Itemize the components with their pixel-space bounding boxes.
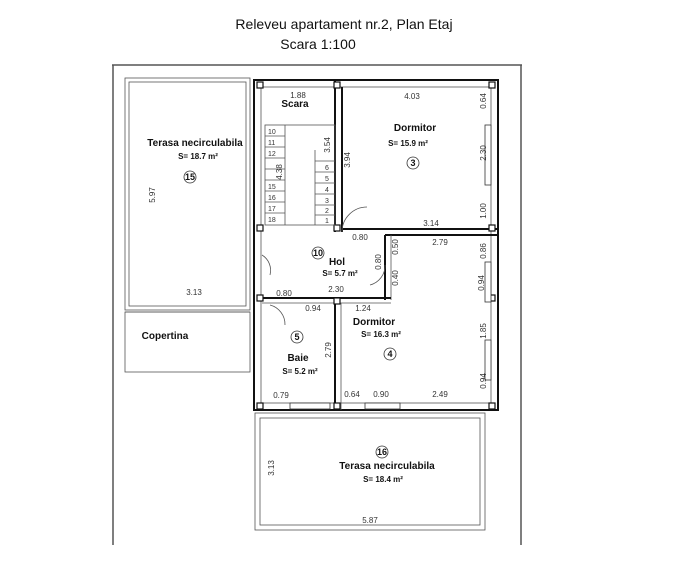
dimension: 0.94 — [305, 304, 321, 313]
dimension: 4.38 — [275, 164, 284, 180]
room-name-baie: Baie — [287, 353, 309, 364]
room-name-dormitor-4: Dormitor — [353, 317, 395, 328]
dimension: 0.79 — [273, 391, 289, 400]
room-labels: Terasa necirculabila S= 18.7 m² 15 Scara… — [142, 99, 437, 484]
plan-title: Releveu apartament nr.2, Plan Etaj — [235, 16, 452, 32]
building-walls — [253, 79, 499, 411]
dimension: 2.79 — [432, 238, 448, 247]
dimension: 3.94 — [343, 152, 352, 168]
dimension: 0.94 — [479, 373, 488, 389]
room-name-dormitor-3: Dormitor — [394, 123, 436, 134]
dimension: 0.80 — [352, 233, 368, 242]
room-number-15: 15 — [185, 172, 195, 182]
stair-step: 17 — [268, 206, 276, 213]
dimension: 2.79 — [324, 342, 333, 358]
room-area-dormitor-4: S= 16.3 m² — [361, 330, 401, 339]
dimensions: 1.88 4.03 0.64 2.30 1.00 3.94 3.54 4.38 … — [148, 91, 488, 525]
stair-step: 12 — [268, 151, 276, 158]
dimension: 1.24 — [355, 304, 371, 313]
site-frame — [112, 64, 522, 545]
room-area-terasa-16: S= 18.4 m² — [363, 475, 403, 484]
stair-step: 15 — [268, 184, 276, 191]
room-name-terasa-15: Terasa necirculabila — [147, 138, 243, 149]
dimension: 5.97 — [148, 187, 157, 203]
dimension: 4.03 — [404, 92, 420, 101]
room-number-16: 16 — [377, 447, 387, 457]
room-number-5: 5 — [294, 332, 299, 342]
dimension: 0.40 — [391, 270, 400, 286]
dimension: 0.50 — [391, 239, 400, 255]
dimension: 1.85 — [479, 323, 488, 339]
dimension: 1.88 — [290, 91, 306, 100]
stair-step: 10 — [268, 129, 276, 136]
dimension: 0.94 — [477, 275, 486, 291]
dimension: 3.14 — [423, 219, 439, 228]
dimension: 3.13 — [267, 460, 276, 476]
dimension: 0.64 — [344, 390, 360, 399]
room-area-hol: S= 5.7 m² — [322, 269, 358, 278]
room-area-terasa-15: S= 18.7 m² — [178, 152, 218, 161]
stair-step: 18 — [268, 217, 276, 224]
stair-step: 1 — [325, 218, 329, 225]
copertina — [124, 311, 251, 373]
dimension: 2.30 — [328, 285, 344, 294]
dimension: 2.49 — [432, 390, 448, 399]
room-name-terasa-16: Terasa necirculabila — [339, 461, 435, 472]
stair-step: 11 — [268, 140, 275, 147]
terrace-16 — [254, 412, 486, 531]
room-number-4: 4 — [387, 349, 392, 359]
stair-step: 5 — [325, 176, 329, 183]
dimension: 0.80 — [276, 289, 292, 298]
dimension: 0.64 — [479, 93, 488, 109]
room-number-10: 10 — [313, 248, 323, 258]
room-number-3: 3 — [410, 158, 415, 168]
dimension: 0.90 — [373, 390, 389, 399]
stair-step: 16 — [268, 195, 276, 202]
stair-step: 3 — [325, 198, 329, 205]
room-area-dormitor-3: S= 15.9 m² — [388, 139, 428, 148]
dimension: 0.86 — [479, 243, 488, 259]
stair-step: 6 — [325, 165, 329, 172]
copertina-label: Copertina — [142, 331, 189, 342]
dimension: 0.80 — [374, 254, 383, 270]
plan-scale: Scara 1:100 — [280, 36, 356, 52]
room-name-hol: Hol — [329, 257, 345, 268]
dimension: 1.00 — [479, 203, 488, 219]
dimension: 3.13 — [186, 288, 202, 297]
dimension: 2.30 — [479, 145, 488, 161]
stair-step: 4 — [325, 187, 329, 194]
stair-step: 2 — [325, 208, 329, 215]
room-name-scara: Scara — [281, 99, 309, 110]
terrace-15 — [124, 77, 251, 313]
dimension: 5.87 — [362, 516, 378, 525]
staircase: 10 11 12 15 16 17 18 6 5 4 3 2 1 — [264, 124, 336, 226]
room-area-baie: S= 5.2 m² — [282, 367, 318, 376]
dimension: 3.54 — [323, 137, 332, 153]
